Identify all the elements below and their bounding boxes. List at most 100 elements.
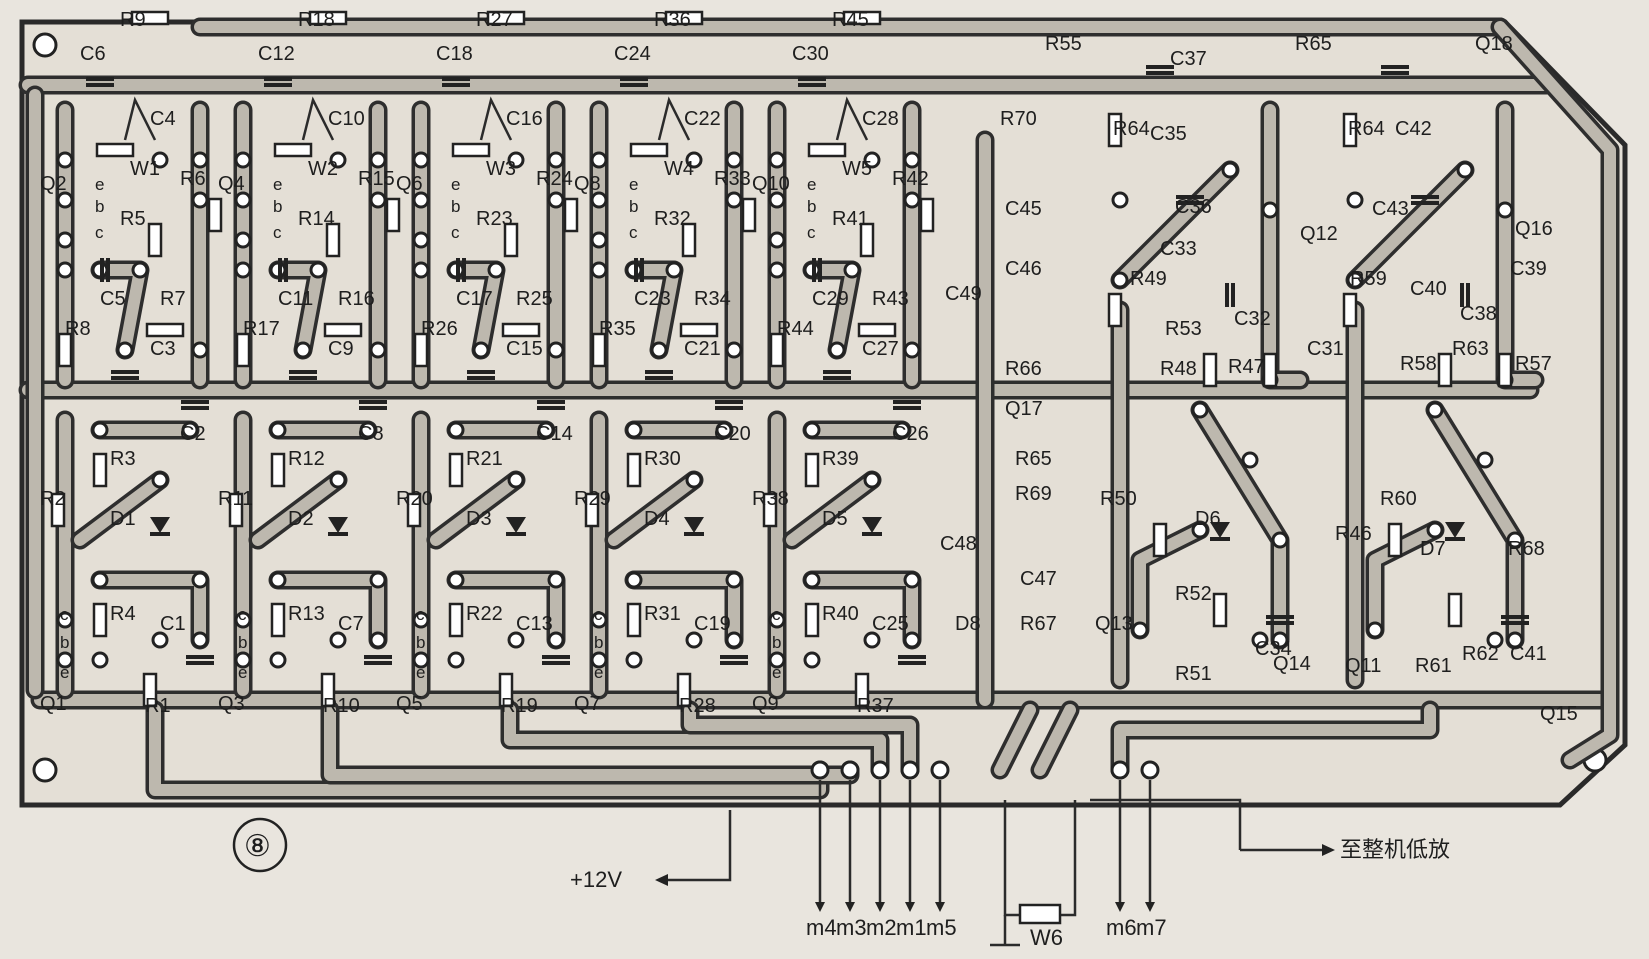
component-label: D3: [466, 508, 492, 530]
pot-w6-label: W6: [1030, 925, 1063, 950]
capacitor: [442, 77, 470, 87]
component-label: R36: [654, 9, 691, 31]
pin-letter: c: [772, 605, 781, 624]
pin-letter: b: [273, 197, 282, 216]
component-label: Q1: [40, 693, 67, 715]
capacitor: [264, 77, 292, 87]
component-label: R13: [288, 603, 325, 625]
figure-number-circle: [232, 817, 288, 873]
pin-letter: e: [273, 175, 282, 194]
capacitor: [86, 77, 114, 87]
resistor: [448, 452, 464, 488]
solder-pad: [472, 341, 490, 359]
solder-pad: [547, 631, 565, 649]
component-label: R47: [1228, 356, 1265, 378]
solder-pad: [903, 631, 921, 649]
component-label: R17: [243, 318, 280, 340]
component-label: R16: [338, 288, 375, 310]
solder-pad: [685, 471, 703, 489]
pin-letter: e: [416, 663, 425, 682]
component-label: R45: [832, 9, 869, 31]
solder-pad: [234, 151, 252, 169]
component-label: Q17: [1005, 398, 1043, 420]
solder-pad: [191, 631, 209, 649]
component-label: R59: [1350, 268, 1387, 290]
resistor: [857, 322, 897, 338]
solder-pad: [151, 151, 169, 169]
component-label: C23: [634, 288, 671, 310]
component-label: R27: [476, 9, 513, 31]
component-label: R21: [466, 448, 503, 470]
solder-pad: [412, 231, 430, 249]
solder-pad: [1496, 201, 1514, 219]
solder-pad: [412, 261, 430, 279]
capacitor: [645, 370, 673, 380]
solder-pad: [625, 571, 643, 589]
solder-pad: [269, 421, 287, 439]
resistor: [448, 602, 464, 638]
component-label: D7: [1420, 538, 1446, 560]
terminal-label: m2: [866, 915, 897, 940]
solder-pad: [903, 571, 921, 589]
solder-pad: [685, 151, 703, 169]
solder-pad: [1456, 161, 1474, 179]
resistor: [147, 222, 163, 258]
resistor: [235, 332, 251, 368]
resistor: [50, 492, 66, 528]
pin-letter: b: [451, 197, 460, 216]
solder-pad: [116, 341, 134, 359]
component-label: D8: [955, 613, 981, 635]
solder-pad: [234, 261, 252, 279]
solder-pad: [715, 421, 733, 439]
solder-pad: [1271, 631, 1289, 649]
component-label: C22: [684, 108, 721, 130]
resistor: [1387, 522, 1403, 558]
capacitor: [812, 258, 822, 282]
diode: [1210, 522, 1230, 541]
solder-pad: [329, 151, 347, 169]
diode: [684, 517, 704, 536]
component-label: R1: [145, 695, 171, 717]
pin-letter: c: [629, 223, 638, 242]
resistor: [804, 602, 820, 638]
component-label: D4: [644, 508, 670, 530]
component-label: R41: [832, 208, 869, 230]
component-label: C7: [338, 613, 364, 635]
component-label: R6: [180, 168, 206, 190]
terminal-pad: [930, 760, 950, 780]
solder-pad: [547, 191, 565, 209]
component-label: R9: [120, 9, 146, 31]
component-label: C10: [328, 108, 365, 130]
solder-pad: [768, 231, 786, 249]
solder-pad: [329, 471, 347, 489]
component-label: W3: [486, 158, 516, 180]
resistor: [145, 322, 185, 338]
diode: [150, 517, 170, 536]
resistor: [1342, 292, 1358, 328]
capacitor: [186, 655, 214, 665]
component-label: R55: [1045, 33, 1082, 55]
component-label: W2: [308, 158, 338, 180]
solder-pad: [369, 151, 387, 169]
component-label: R12: [288, 448, 325, 470]
resistor: [629, 142, 669, 158]
component-label: C29: [812, 288, 849, 310]
component-label: C16: [506, 108, 543, 130]
pin-letter: c: [273, 223, 282, 242]
solder-pad: [768, 261, 786, 279]
pin-letter: e: [772, 663, 781, 682]
capacitor: [1501, 615, 1529, 625]
capacitor: [1381, 65, 1409, 75]
component-label: C3: [150, 338, 176, 360]
component-label: Q2: [40, 173, 67, 195]
solder-pad: [369, 341, 387, 359]
component-label: Q13: [1095, 613, 1133, 635]
component-label: C39: [1510, 258, 1547, 280]
capacitor: [1460, 283, 1470, 307]
solder-pad: [359, 421, 377, 439]
component-label: R14: [298, 208, 335, 230]
capacitor: [798, 77, 826, 87]
